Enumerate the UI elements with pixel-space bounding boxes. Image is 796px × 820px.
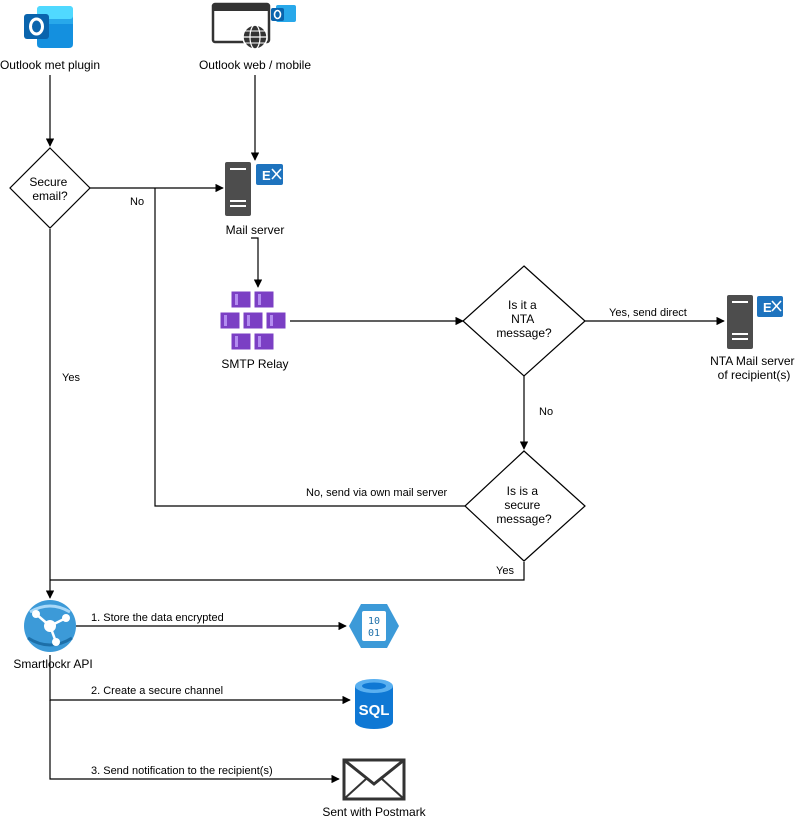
postmark-label: Sent with Postmark [322, 805, 426, 819]
nta-decision [462, 265, 586, 377]
edge-label-no-1: No [130, 196, 144, 208]
outlook-icon [24, 6, 73, 48]
smtp-relay-label: SMTP Relay [221, 357, 288, 371]
edge-label-yes-1: Yes [62, 372, 80, 384]
outlook-plugin-label: Outlook met plugin [0, 58, 100, 72]
edge-label-store: 1. Store the data encrypted [91, 612, 224, 624]
edge-label-no-own-server: No, send via own mail server [306, 487, 448, 499]
secure-question-line-1: Is is a [507, 484, 539, 498]
edge-label-channel: 2. Create a secure channel [91, 685, 223, 697]
edge-secure-no-to-mailserver [154, 188, 465, 507]
secure-question-line-2: secure [504, 498, 540, 512]
secure-email-decision [9, 147, 91, 229]
svg-text:E: E [763, 300, 772, 315]
storage-digits-1: 10 [368, 616, 380, 627]
secure-email-line-1: Secure [29, 175, 67, 189]
storage-digits-2: 01 [368, 628, 380, 639]
outlook-web-label: Outlook web / mobile [199, 58, 311, 72]
edge-label-no-2: No [539, 406, 553, 418]
nta-mail-server-line-1: NTA Mail server [710, 354, 794, 368]
edge-label-notify: 3. Send notification to the recipient(s) [91, 765, 273, 777]
nta-question-line-1: Is it a [508, 298, 537, 312]
browser-globe-icon [211, 2, 296, 50]
nta-question-line-3: message? [496, 326, 552, 340]
edge-label-yes-2: Yes [496, 565, 514, 577]
mail-server-icon: E [225, 162, 283, 216]
svg-text:Secure email?: Secure email? [29, 175, 70, 203]
smartlockr-api-label: Smartlockr API [13, 657, 92, 671]
svg-text:E: E [262, 168, 271, 183]
svg-text:Is it a NTA message?: Is it a NTA message? [496, 298, 552, 340]
mail-server-label: Mail server [226, 223, 285, 237]
edge-mailserver-to-relay [251, 237, 263, 288]
secure-message-decision [464, 450, 586, 562]
secure-question-line-3: message? [496, 512, 552, 526]
sql-label: SQL [359, 702, 390, 719]
edge-secure-yes-to-api [50, 562, 525, 581]
blob-storage-icon: 10 01 [349, 604, 399, 648]
edge-label-yes-direct: Yes, send direct [609, 307, 687, 319]
svg-text:NTA Mail server of recipie: NTA Mail server of recipient(s) [710, 354, 796, 382]
connectors [45, 75, 725, 784]
nta-mail-server-line-2: of recipient(s) [718, 368, 791, 382]
nta-question-line-2: NTA [511, 312, 534, 326]
app-service-icon [24, 600, 76, 652]
envelope-icon [342, 758, 406, 801]
secure-email-line-2: email? [32, 189, 68, 203]
edge-api-to-postmark [49, 700, 340, 784]
container-cluster-icon [219, 290, 287, 351]
sql-database-icon: SQL [355, 679, 393, 729]
svg-text:Is is a secure message: Is is a secure message? [496, 484, 552, 526]
nta-mail-server-icon: E [727, 295, 783, 349]
